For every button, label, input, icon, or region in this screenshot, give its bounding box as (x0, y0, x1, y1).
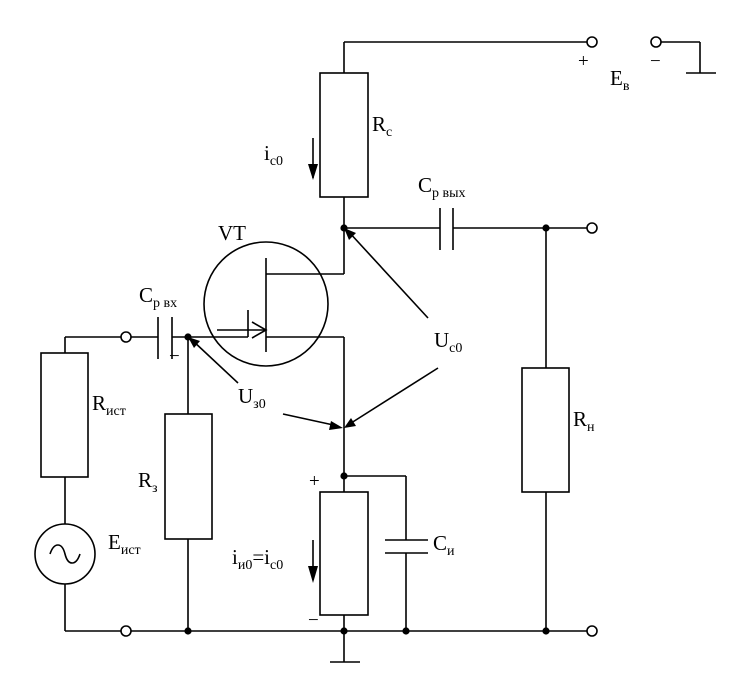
label-minus-cin: − (169, 346, 180, 367)
label-uc0: Uc0 (434, 328, 462, 356)
label-supply-minus: − (650, 51, 661, 72)
label-vt: VT (218, 221, 246, 245)
label-plus-ri: + (309, 471, 320, 492)
transistor-vt-circle (203, 241, 329, 367)
terminal-supply-plus (586, 36, 598, 48)
resistor-rz (164, 413, 213, 540)
capacitor-cr-out (439, 208, 454, 250)
current-arrow-ii0 (308, 540, 318, 583)
capacitor-cr-in (157, 317, 173, 359)
terminals (120, 36, 662, 637)
label-ii0: iи0=ic0 (232, 545, 283, 573)
resistor-ri (319, 491, 369, 616)
label-uz0: Uз0 (238, 384, 266, 412)
terminal-output-ground (586, 625, 598, 637)
ac-source-eist (34, 523, 96, 585)
label-rc: Rc (372, 112, 392, 140)
label-ic0: ic0 (264, 141, 283, 169)
label-cr-in: Cр вх (139, 283, 177, 311)
wires (64, 41, 716, 663)
terminal-supply-minus (650, 36, 662, 48)
label-ci: Cи (433, 531, 455, 559)
resistor-rc (319, 72, 369, 198)
label-cr-out: Cр вых (418, 173, 466, 201)
terminal-input-ground (120, 625, 132, 637)
voltage-arrow-uc0-source (344, 367, 439, 428)
label-rn: Rн (573, 407, 595, 435)
terminal-output (586, 222, 598, 234)
voltage-arrow-uc0-drain (344, 228, 429, 319)
voltage-arrow-uz0-gate (188, 337, 239, 384)
label-supply-plus: + (578, 51, 589, 72)
capacitor-ci (385, 539, 428, 554)
terminal-input (120, 331, 132, 343)
resistor-rn (521, 367, 570, 493)
label-rist: Rист (92, 391, 126, 419)
label-ev: Eв (610, 66, 630, 94)
transistor-gate-arrow-icon (251, 321, 268, 339)
voltage-arrow-uz0-source (282, 413, 343, 430)
label-eist: Eист (108, 530, 141, 558)
label-rz: Rз (138, 468, 158, 496)
resistor-rist (40, 352, 89, 478)
current-arrow-ic0 (308, 138, 318, 180)
label-minus-ri: − (308, 610, 319, 631)
